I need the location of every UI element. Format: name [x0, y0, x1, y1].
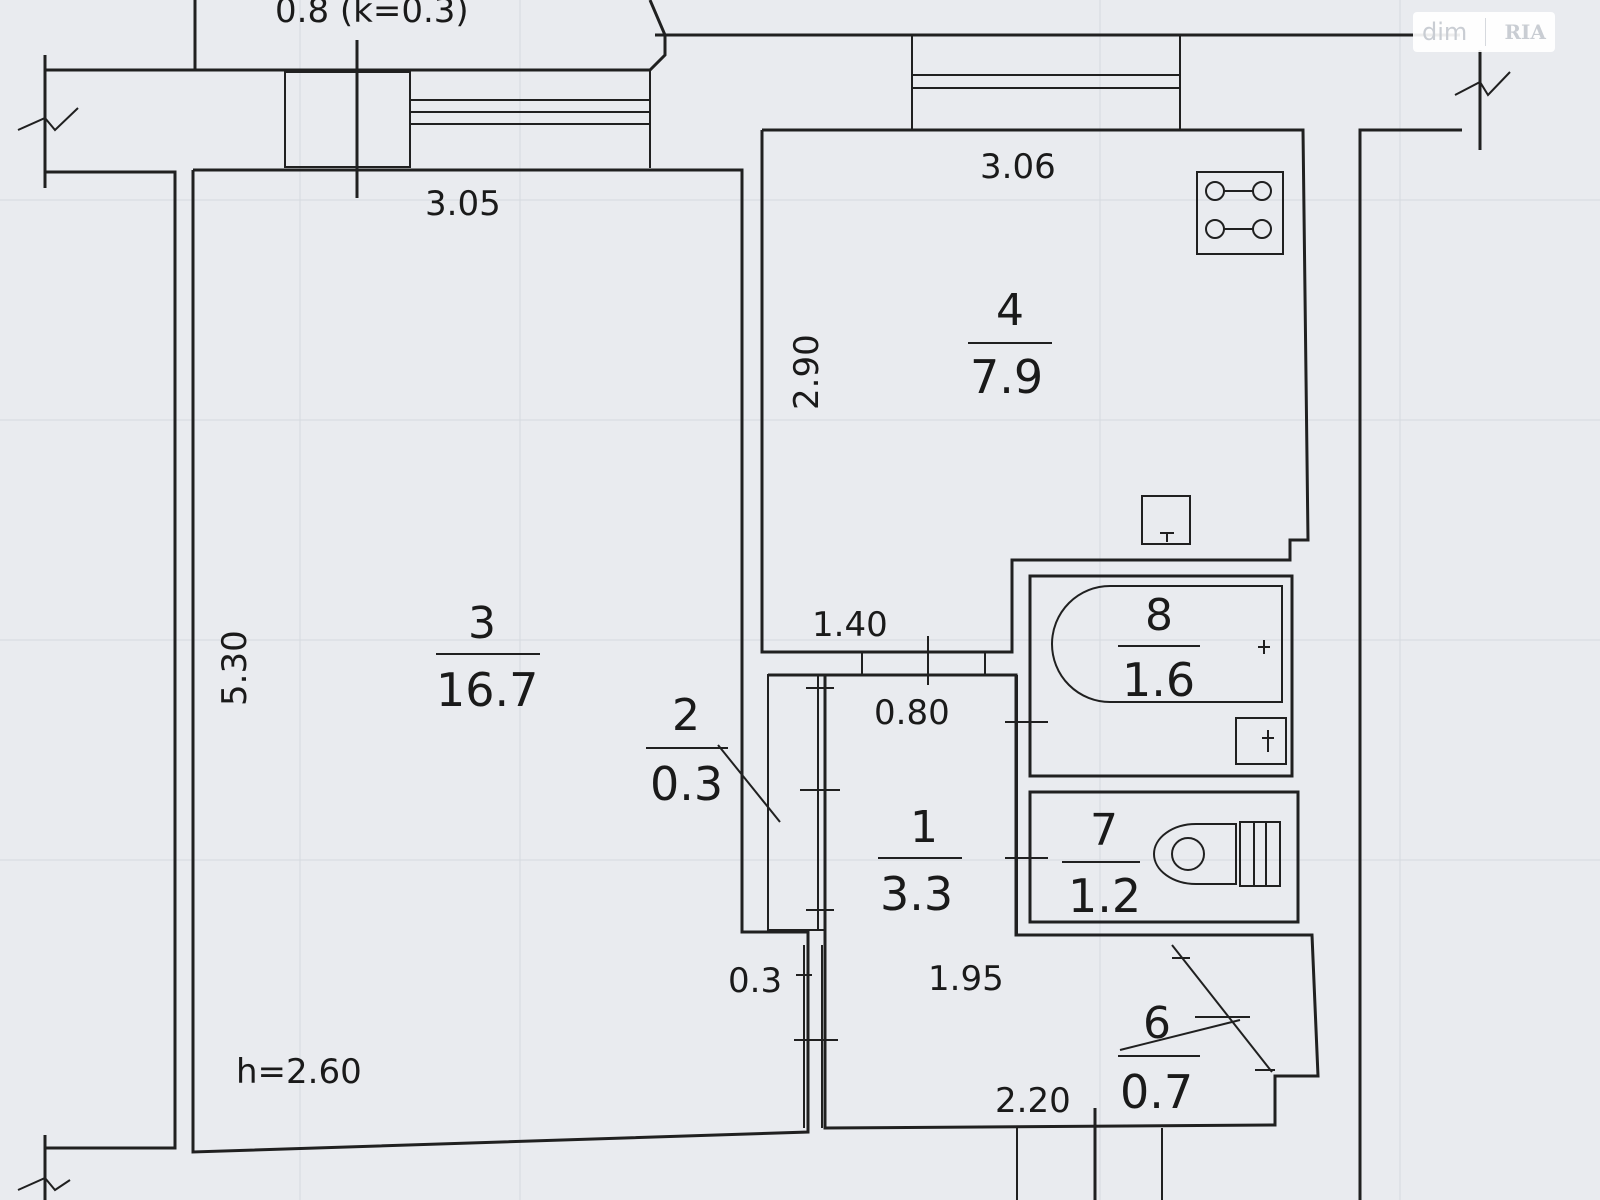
dim-kitchen-width: 3.06	[980, 147, 1056, 187]
room-2-number: 2	[672, 690, 700, 741]
room-3-area: 16.7	[436, 663, 538, 717]
room-3-living	[191, 168, 810, 1154]
room-1-hall	[717, 636, 1320, 1130]
room-1-number: 1	[910, 802, 938, 853]
room-8-number: 8	[1145, 590, 1173, 641]
balcony-label: 0.8 (k=0.3)	[275, 0, 469, 31]
dim-hall-top: 0.80	[874, 693, 950, 733]
room-6-area: 0.7	[1120, 1065, 1193, 1119]
bathtub-icon	[1051, 585, 1283, 703]
balcony	[194, 0, 667, 198]
dim-closet-width: 0.3	[728, 961, 782, 1001]
exterior-walls	[17, 0, 1511, 1200]
watermark-brand-b: RIA	[1504, 20, 1546, 44]
room-6-number: 6	[1143, 998, 1171, 1049]
toilet-icon	[1153, 821, 1281, 887]
room-4-kitchen	[760, 128, 1310, 654]
room-4-area: 7.9	[970, 350, 1043, 404]
room-1-area: 3.3	[880, 867, 953, 921]
dim-kitchen-length: 2.90	[787, 334, 827, 410]
room-3-number: 3	[468, 598, 496, 649]
dim-corridor-top: 1.40	[812, 605, 888, 645]
room-7-number: 7	[1090, 805, 1118, 856]
room-7-area: 1.2	[1068, 869, 1141, 923]
dim-room3-width: 3.05	[425, 184, 501, 224]
sink-icon	[1141, 495, 1191, 545]
dim-room3-length: 5.30	[215, 630, 255, 706]
washbasin-icon	[1235, 717, 1287, 765]
dim-hall-mid: 1.95	[928, 959, 1004, 999]
room-8-area: 1.6	[1122, 653, 1195, 707]
dim-hall-bottom: 2.20	[995, 1081, 1071, 1121]
ceiling-height: h=2.60	[236, 1052, 362, 1092]
room-2-area: 0.3	[650, 757, 723, 811]
watermark-brand-a: dim	[1422, 18, 1468, 46]
room-4-number: 4	[996, 285, 1024, 336]
stove-icon	[1196, 171, 1284, 255]
room-8-bathroom	[1028, 574, 1294, 778]
entrance-door	[1016, 1108, 1163, 1200]
kitchen-window	[911, 34, 1181, 131]
watermark-logo: dim RIA	[1413, 12, 1555, 52]
watermark-divider	[1485, 18, 1487, 46]
